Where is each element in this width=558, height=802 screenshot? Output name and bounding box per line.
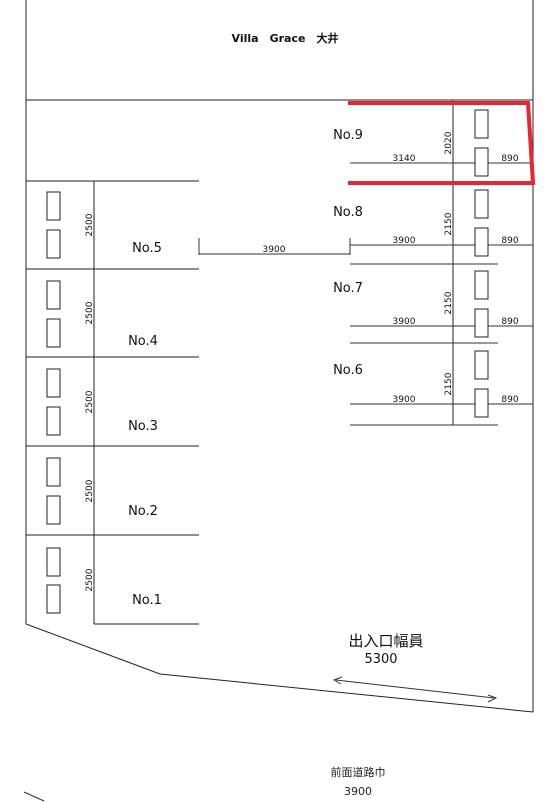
car-stop-icon	[474, 388, 489, 418]
building-name: Villa Grace 大井	[232, 31, 339, 45]
car-stop-icon	[46, 280, 61, 310]
car-stop-icon	[46, 368, 61, 398]
arrow-shaft	[335, 679, 495, 699]
no9-highlight-frame	[348, 101, 536, 185]
space-length-dim: 3900	[393, 236, 416, 246]
arrow-head-right	[487, 694, 498, 703]
no5-length-dimension: 3900	[198, 238, 351, 255]
parking-space-no8: No.8 3900 2150 890	[333, 189, 533, 265]
space-width-dim: 2500	[85, 568, 95, 591]
space-width-dim: 2020	[444, 131, 454, 154]
space-label: No.2	[128, 504, 158, 519]
space-label: No.1	[132, 593, 162, 608]
road-label: 前面道路巾	[331, 765, 386, 779]
road-width: 3900	[344, 785, 372, 798]
entrance-width-arrow	[332, 676, 498, 703]
car-stop-icon	[46, 495, 61, 525]
road-edge-line	[23, 791, 45, 802]
arrow-head-left	[332, 676, 343, 685]
parking-space-no3: 2500 No.3	[46, 368, 158, 436]
space-width-dim: 2150	[444, 372, 454, 395]
car-stop-icon	[474, 109, 489, 139]
parking-space-no5: 2500 No.5	[46, 191, 162, 259]
car-stop-icon	[474, 308, 489, 338]
parking-space-no1: 2500 No.1	[46, 547, 162, 614]
space-label: No.7	[333, 281, 363, 296]
car-stop-icon	[46, 406, 61, 436]
space-length-dim: 3900	[393, 317, 416, 327]
space-label: No.8	[333, 205, 363, 220]
parking-space-no2: 2500 No.2	[46, 457, 158, 525]
car-stop-icon	[474, 147, 489, 177]
car-width-dim: 890	[501, 154, 518, 164]
car-width-dim: 890	[501, 395, 518, 405]
car-stop-icon	[474, 189, 489, 219]
entrance-label: 出入口幅員	[348, 632, 423, 650]
car-stop-icon	[46, 229, 61, 259]
car-stop-icon	[46, 457, 61, 487]
lot-front-edge	[25, 623, 534, 713]
space-label: No.9	[333, 128, 363, 143]
space-label: No.3	[128, 419, 158, 434]
parking-space-no9: No.9 3140 2020 890	[333, 109, 533, 177]
car-stop-icon	[46, 191, 61, 221]
car-width-dim: 890	[501, 317, 518, 327]
no5-length-dim: 3900	[263, 245, 286, 255]
space-label: No.4	[128, 334, 158, 349]
space-width-dim: 2500	[85, 479, 95, 502]
car-stop-icon	[46, 318, 61, 348]
space-width-dim: 2500	[85, 390, 95, 413]
parking-space-no6: No.6 3900 2150 890	[333, 350, 533, 426]
car-stop-icon	[46, 584, 61, 614]
space-length-dim: 3140	[393, 154, 416, 164]
space-width-dim: 2150	[444, 291, 454, 314]
space-width-dim: 2500	[85, 213, 95, 236]
space-label: No.5	[132, 241, 162, 256]
parking-space-no7: No.7 3900 2150 890	[333, 270, 533, 344]
space-label: No.6	[333, 363, 363, 378]
parking-space-no4: 2500 No.4	[46, 280, 158, 349]
car-stop-icon	[474, 227, 489, 257]
space-width-dim: 2150	[444, 212, 454, 235]
car-width-dim: 890	[501, 236, 518, 246]
car-stop-icon	[474, 270, 489, 300]
car-stop-icon	[46, 547, 61, 577]
space-width-dim: 2500	[85, 301, 95, 324]
space-length-dim: 3900	[393, 395, 416, 405]
entrance-width: 5300	[364, 652, 397, 667]
car-stop-icon	[474, 350, 489, 380]
